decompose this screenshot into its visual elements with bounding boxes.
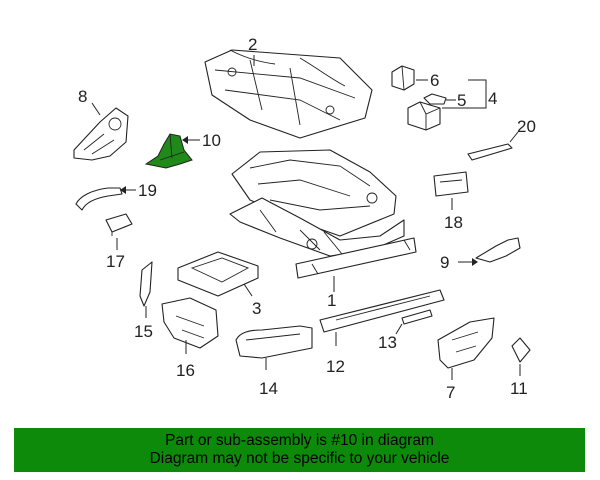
part-16-panel: [161, 297, 219, 349]
callout-7: 7: [446, 383, 455, 402]
callout-16: 16: [176, 361, 195, 380]
parts-diagram: 2 6 5 4 8 10 20 19: [73, 35, 536, 402]
part-9-cable: [475, 237, 521, 263]
seat-cushion-frame: [229, 149, 405, 257]
part-8-side-cover: [73, 107, 129, 161]
callout-11: 11: [510, 379, 528, 398]
part-1-rail: [295, 237, 417, 279]
part-2-seat-track: [204, 49, 373, 139]
part-14-trim: [235, 325, 313, 359]
callout-8: 8: [78, 87, 87, 106]
part-11-cap: [511, 337, 531, 363]
part-10-highlighted[interactable]: [144, 133, 193, 169]
callout-10: 10: [202, 131, 221, 150]
callout-2: 2: [248, 35, 257, 54]
part-7-side-shield: [437, 317, 495, 369]
part-18-switch: [433, 171, 469, 197]
part-4-motor-block: [407, 101, 441, 131]
callout-13: 13: [378, 333, 397, 352]
callout-9: 9: [440, 253, 449, 272]
callout-17: 17: [106, 252, 125, 271]
part-3-tray: [177, 251, 259, 297]
callout-12: 12: [326, 357, 345, 376]
part-19-handle: [75, 187, 123, 211]
part-5-clip: [423, 93, 447, 105]
notice-banner: Part or sub-assembly is #10 in diagram D…: [14, 428, 585, 472]
callout-4: 4: [488, 89, 497, 108]
callout-19: 19: [138, 181, 157, 200]
callout-18: 18: [444, 213, 463, 232]
callout-6: 6: [430, 71, 439, 90]
callout-1: 1: [327, 291, 336, 310]
callout-5: 5: [457, 91, 466, 110]
callout-15: 15: [134, 322, 153, 341]
part-13-strip: [401, 309, 433, 325]
part-15-bracket: [139, 261, 153, 307]
notice-line-1: Part or sub-assembly is #10 in diagram: [165, 432, 434, 449]
callout-14: 14: [259, 379, 278, 398]
part-6-bushing: [391, 65, 415, 91]
callout-20: 20: [517, 117, 536, 136]
part-20-bracket: [467, 143, 513, 161]
notice-line-2: Diagram may not be specific to your vehi…: [149, 450, 450, 467]
part-12-rail-cover: [319, 289, 445, 333]
part-17-clip: [105, 213, 133, 236]
callout-3: 3: [252, 299, 261, 318]
